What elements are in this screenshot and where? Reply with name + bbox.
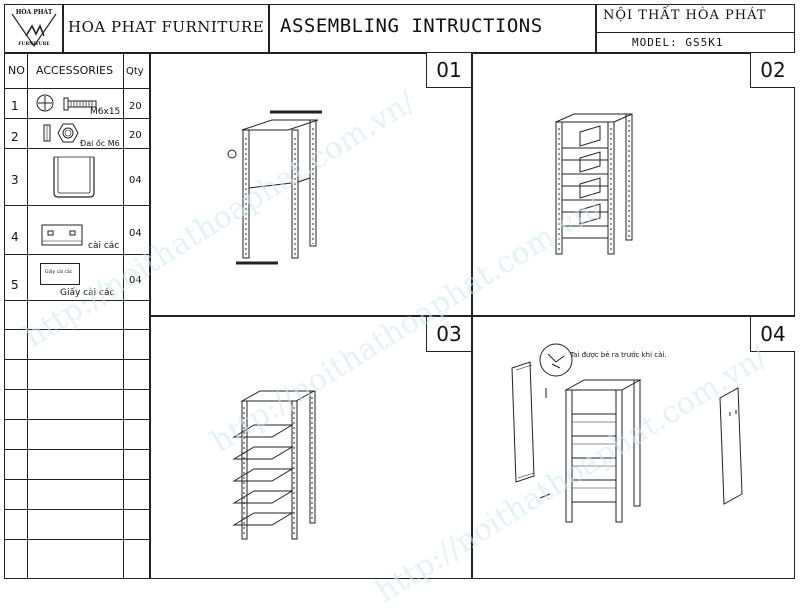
step-04-shelf-drawing <box>539 379 642 523</box>
step-03-shelves-drawing <box>232 390 316 540</box>
nut-icon <box>43 123 79 143</box>
table-header-qty: Qty <box>126 66 144 77</box>
panel-04-number: 04 <box>750 317 795 352</box>
step-04-note: Tai được bẻ ra trước khi cài. <box>570 351 667 359</box>
row-4-label: cài các <box>88 241 120 251</box>
logo-top-text: HÒA PHÁT <box>15 9 53 16</box>
sticker-text: Giấy cài các <box>45 270 73 275</box>
brand-name-vn: NỘI THẤT HÒA PHÁT <box>603 8 767 23</box>
row-2-no: 2 <box>11 130 19 144</box>
step-04-detail-callout <box>539 343 573 377</box>
row-2-qty: 20 <box>129 130 142 141</box>
row-5-no: 5 <box>11 278 19 292</box>
logo: HÒA PHÁT FURNITURE <box>8 6 60 50</box>
document-frame <box>4 4 795 579</box>
sticker-paper: Giấy cài các <box>40 263 80 285</box>
panel-03-number: 03 <box>426 317 471 352</box>
step-01-frame-drawing <box>227 110 322 265</box>
left-side-panel-drawing <box>511 361 535 483</box>
panel-01-number: 01 <box>426 53 471 88</box>
row-3-qty: 04 <box>129 175 142 186</box>
step-02-shelf-drawing <box>555 113 633 255</box>
company-name: HOA PHAT FURNITURE <box>68 18 265 36</box>
row-3-no: 3 <box>11 173 19 187</box>
row-5-label: Giấy cài các <box>60 288 115 298</box>
logo-bottom-text: FURNITURE <box>18 42 50 47</box>
model-label: MODEL: GS5K1 <box>632 36 724 49</box>
row-1-no: 1 <box>11 99 19 113</box>
row-5-qty: 04 <box>129 275 142 286</box>
bracket-icon <box>53 156 95 198</box>
header-divider <box>4 52 795 54</box>
panel-02-number: 02 <box>750 53 795 88</box>
row-2-label: Đai ốc M6 <box>80 139 120 148</box>
bolt-icon <box>36 94 97 112</box>
logo-emblem-icon <box>11 13 57 48</box>
row-4-no: 4 <box>11 230 19 244</box>
right-side-panel-drawing <box>719 387 743 505</box>
clip-plate-icon <box>41 224 83 246</box>
row-4-qty: 04 <box>129 228 142 239</box>
document-title: ASSEMBLING INTRUCTIONS <box>280 15 543 37</box>
row-1-qty: 20 <box>129 101 142 112</box>
table-header-accessories: ACCESSORIES <box>36 64 114 77</box>
row-1-label: M6x15 <box>90 107 121 117</box>
table-header-no: NO <box>8 64 25 77</box>
panel-horizontal-divider <box>150 315 795 317</box>
